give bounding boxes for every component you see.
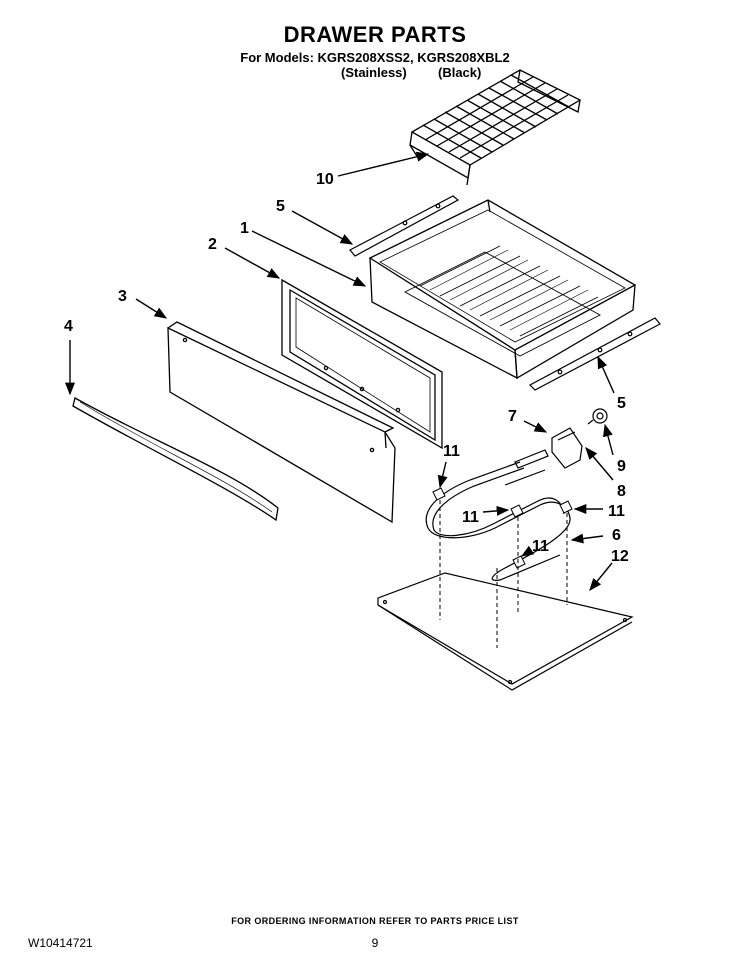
assembly-guides bbox=[439, 500, 568, 648]
slide-rail-left bbox=[349, 195, 460, 257]
drawer-handle bbox=[72, 397, 279, 522]
variant-black: (Black) bbox=[438, 65, 482, 80]
callout-11-c: 11 bbox=[608, 503, 625, 520]
ordering-note: FOR ORDERING INFORMATION REFER TO PARTS … bbox=[231, 916, 519, 926]
callout-5-upper: 5 bbox=[276, 198, 285, 215]
document-number: W10414721 bbox=[28, 936, 93, 950]
drawer-front-panel bbox=[167, 321, 396, 524]
model-list: For Models: KGRS208XSS2, KGRS208XBL2 bbox=[240, 50, 510, 65]
drawer-box bbox=[368, 199, 637, 380]
callout-5-lower: 5 bbox=[617, 395, 626, 412]
callout-9: 9 bbox=[617, 458, 626, 475]
inner-door-panel bbox=[281, 278, 443, 450]
variant-stainless: (Stainless) bbox=[341, 65, 407, 80]
broiler-rack bbox=[409, 69, 582, 186]
callout-3: 3 bbox=[118, 288, 127, 305]
page-title: DRAWER PARTS bbox=[283, 22, 467, 47]
callout-11-a: 11 bbox=[443, 443, 460, 460]
sensor-bracket bbox=[551, 427, 583, 469]
callout-6: 6 bbox=[612, 527, 621, 544]
screws bbox=[432, 487, 573, 569]
thermostat-sensor bbox=[587, 408, 608, 425]
callout-10: 10 bbox=[316, 171, 334, 188]
page-number: 9 bbox=[371, 936, 379, 950]
slide-rail-right bbox=[529, 317, 661, 391]
callout-7: 7 bbox=[508, 408, 517, 425]
callout-12: 12 bbox=[611, 548, 629, 565]
bottom-plate bbox=[377, 572, 634, 691]
callout-11-d: 11 bbox=[532, 538, 549, 555]
callout-2: 2 bbox=[208, 236, 217, 253]
callout-11-b: 11 bbox=[462, 509, 479, 526]
callout-8: 8 bbox=[617, 483, 626, 500]
bake-element bbox=[425, 449, 571, 581]
leader-lines bbox=[64, 151, 615, 591]
callout-4: 4 bbox=[64, 318, 73, 335]
callout-labels: 10 5 1 2 3 4 5 7 9 8 11 11 11 6 11 12 bbox=[64, 171, 629, 565]
callout-1: 1 bbox=[240, 220, 249, 237]
